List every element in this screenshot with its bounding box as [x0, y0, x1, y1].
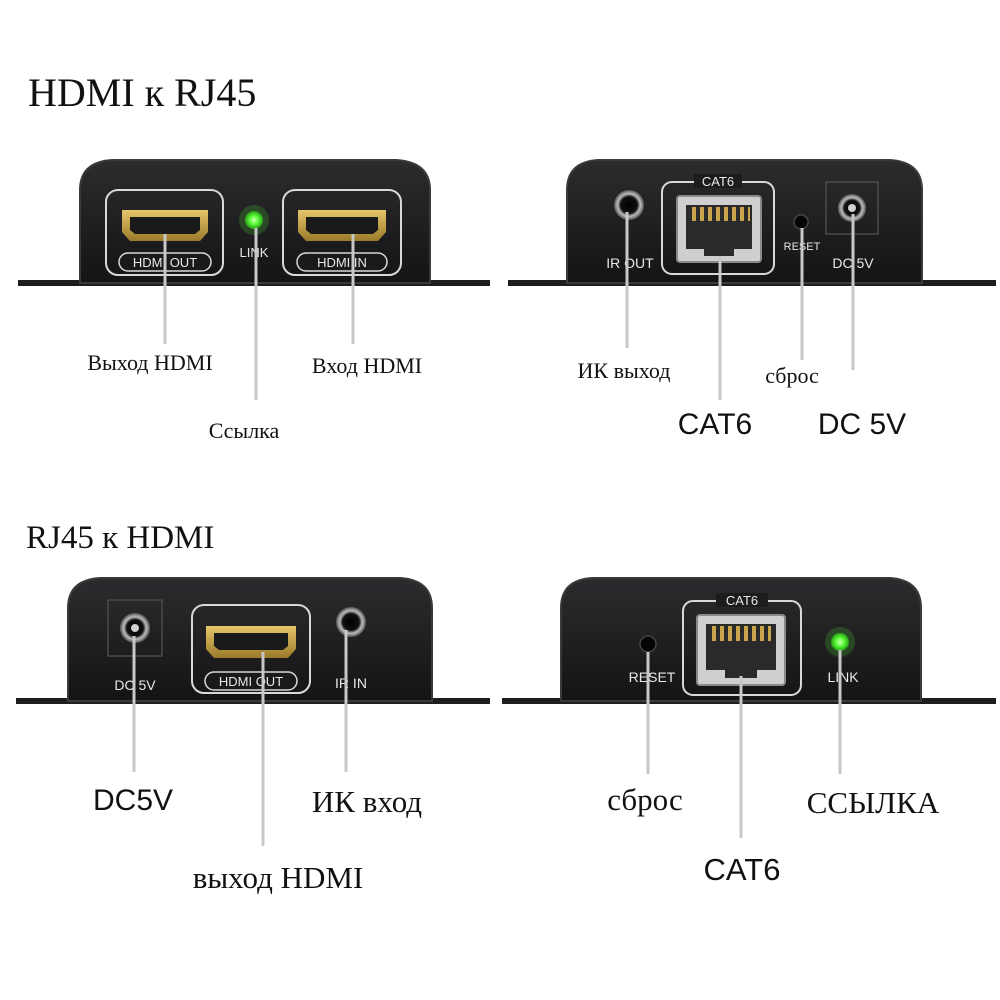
- callout-dc5v: DC5V: [93, 784, 173, 817]
- audio-jack-icon: [614, 190, 644, 220]
- port-label-hdmi-out: HDMI OUT: [219, 674, 283, 689]
- link-led-icon: [245, 211, 263, 229]
- port-label-reset: RESET: [629, 669, 676, 685]
- callout-ir-in: ИК вход: [312, 784, 422, 819]
- callout-link: Ссылка: [209, 418, 280, 443]
- section-title-rj45-to-hdmi: RJ45 к HDMI: [26, 520, 214, 556]
- port-label-link: LINK: [827, 669, 859, 685]
- port-label-link: LINK: [240, 245, 269, 260]
- callout-cat6: CAT6: [678, 408, 752, 441]
- audio-jack-icon: [336, 607, 366, 637]
- port-label-ir-in: IR IN: [335, 675, 367, 691]
- callout-dc-5v: DC 5V: [818, 408, 906, 441]
- callout-reset: сброс: [607, 782, 682, 817]
- callout-ir-out: ИК выход: [578, 358, 671, 383]
- rx-front-panel: DC 5V HDMI OUT IR IN: [16, 577, 490, 846]
- link-led-icon: [831, 633, 849, 651]
- hdmi-in-frame: [282, 189, 402, 276]
- reset-button-icon: [639, 635, 657, 653]
- port-label-cat6: CAT6: [726, 593, 758, 608]
- rx-back-panel: RESET CAT6 LINK: [502, 577, 996, 838]
- port-label-cat6: CAT6: [702, 174, 734, 189]
- tx-back-panel: IR OUT CAT6 RESET DC 5V: [508, 159, 996, 400]
- callout-cat6: CAT6: [704, 852, 781, 887]
- hdmi-out-frame: [191, 604, 311, 694]
- callout-hdmi-in: Вход HDMI: [312, 353, 422, 378]
- callout-hdmi-out: выход HDMI: [193, 860, 364, 895]
- tx-front-panel: HDMI OUT LINK HDMI IN: [18, 159, 490, 400]
- section-title-hdmi-to-rj45: HDMI к RJ45: [28, 70, 256, 115]
- reset-button-icon: [793, 214, 809, 230]
- port-label-hdmi-in: HDMI IN: [317, 255, 367, 270]
- callout-link: ССЫЛКА: [807, 785, 940, 820]
- callout-hdmi-out: Выход HDMI: [87, 350, 212, 375]
- port-label-ir-out: IR OUT: [606, 255, 654, 271]
- callout-reset: сброс: [765, 363, 819, 388]
